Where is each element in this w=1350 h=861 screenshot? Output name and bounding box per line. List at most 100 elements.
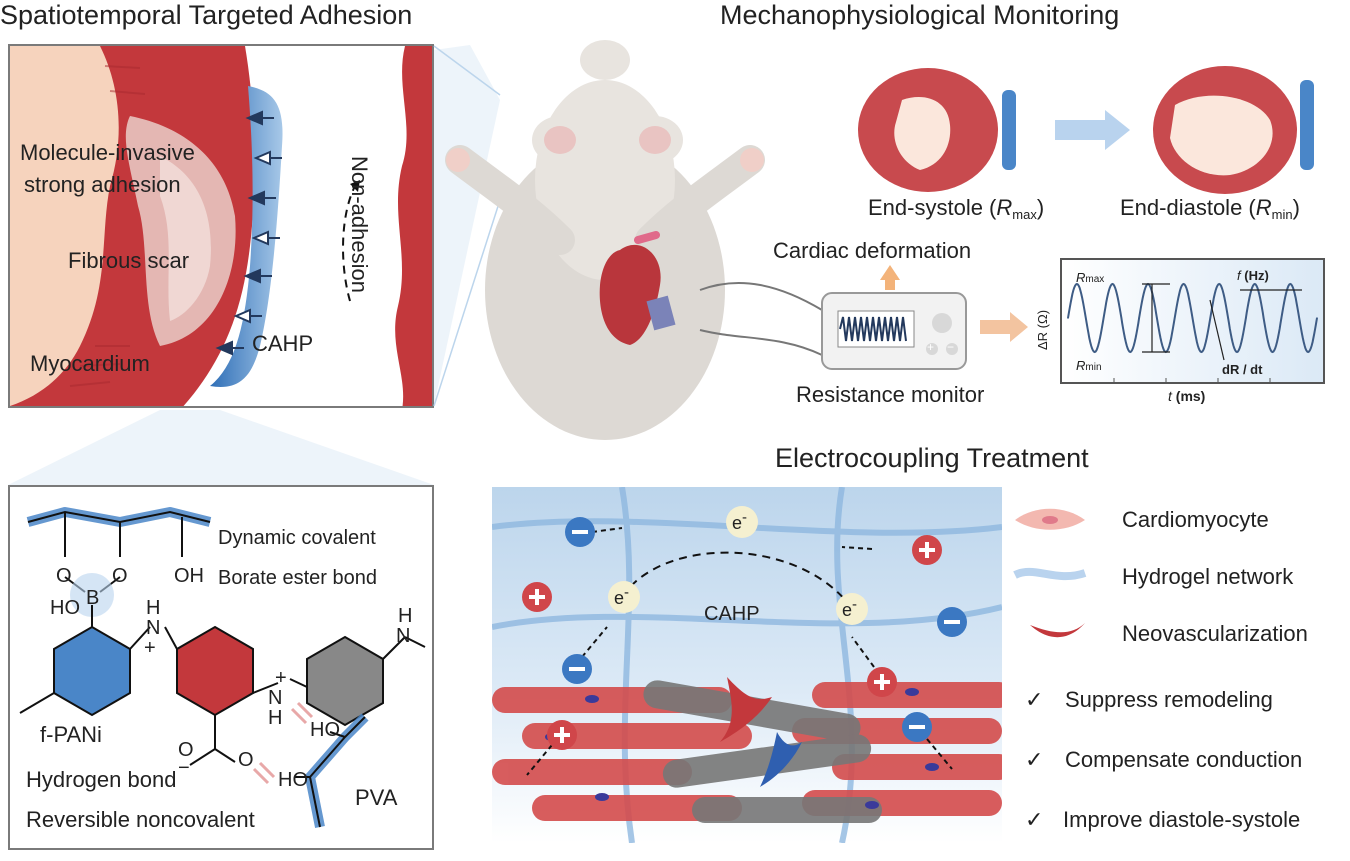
chart-rmax-label: Rmax (1076, 270, 1105, 285)
label-resistance-monitor: Resistance monitor (796, 382, 985, 407)
label-borate-ester: Borate ester bond (218, 567, 377, 589)
waveform-point (1227, 317, 1229, 319)
outcome-compensate: Compensate conduction (1065, 747, 1303, 772)
waveform-point (1182, 283, 1185, 285)
chart-ylabel: ΔR (Ω) (1035, 309, 1050, 350)
atom-n2: N (396, 625, 411, 647)
label-non-adhesion: Non-adhesion (347, 156, 372, 293)
waveform-point (1218, 283, 1220, 285)
label-end-diastole: End-diastole (Rmin) (1120, 195, 1300, 222)
atom-minus: − (178, 757, 190, 779)
right-tissue-wall (395, 46, 432, 406)
check-icon: ✓ (1025, 747, 1044, 772)
electron-label-2: e- (614, 584, 630, 608)
chart-xlabel: t (ms) (1168, 388, 1206, 404)
waveform-point (1173, 317, 1176, 319)
label-reversible: Reversible noncovalent (26, 807, 255, 832)
label-myocardium: Myocardium (30, 351, 150, 376)
waveform-point (1316, 317, 1318, 319)
adhesion-panel: Molecule-invasive strong adhesion Fibrou… (8, 44, 434, 408)
waveform-point (1271, 351, 1274, 353)
atom-h1: H (146, 597, 161, 619)
waveform-point (1262, 317, 1265, 319)
atom-b: B (86, 587, 100, 609)
atom-ho3: HO (278, 769, 308, 791)
heart-cross-sections (858, 66, 1314, 194)
waveform-point (1245, 317, 1247, 319)
red-vessel-icon (720, 677, 772, 742)
label-end-systole: End-systole (Rmax) (868, 195, 1045, 222)
hydrogel-icon (1013, 567, 1087, 581)
label-hydrogen-bond: Hydrogen bond (26, 767, 177, 792)
chemistry-panel: Dynamic covalent Borate ester bond O O B… (8, 485, 434, 850)
electron-label-3: e- (842, 596, 858, 620)
label-cahp: CAHP (252, 331, 314, 356)
legend-cardiomyocyte: Cardiomyocyte (1122, 507, 1269, 532)
output-arrow-icon (980, 312, 1028, 342)
check-icon: ✓ (1025, 807, 1044, 832)
positive-charge-icon (522, 535, 942, 750)
waveform-point (1093, 351, 1096, 353)
waveform-point (1156, 317, 1158, 319)
atom-o3: O (178, 739, 194, 761)
title-adhesion: Spatiotemporal Targeted Adhesion (0, 0, 413, 30)
chart-slope-label: dR / dt (1222, 362, 1263, 377)
waveform-point (1191, 317, 1194, 319)
blue-vessel-icon (760, 732, 802, 787)
waveform-point (1280, 317, 1283, 319)
atom-oh1: OH (174, 565, 204, 587)
waveform-point (1085, 317, 1087, 319)
chart-plot (1067, 282, 1318, 382)
atom-plus2: + (275, 667, 287, 689)
tissue-interior (10, 46, 119, 406)
electron-label-1: e- (732, 509, 748, 533)
waveform-point (1298, 317, 1300, 319)
waveform-point (1307, 351, 1309, 353)
title-treatment: Electrocoupling Treatment (775, 443, 1089, 473)
waveform-point (1289, 283, 1292, 285)
atom-ho1: HO (50, 597, 80, 619)
waveform-point (1102, 317, 1105, 319)
resistance-monitor-device (699, 265, 967, 370)
atom-o4: O (238, 749, 254, 771)
treatment-panel: e- e- e- CAHP (492, 487, 1002, 843)
chart-frequency-label: f (Hz) (1237, 268, 1269, 283)
resistance-chart: Rmax Rmin f (Hz) dR / dt (1060, 258, 1325, 384)
waveform-point (1129, 351, 1132, 353)
chemistry-structures (19, 507, 426, 828)
label-cahp-treatment: CAHP (704, 603, 760, 625)
sensor-patch (646, 295, 676, 331)
deformation-arrow-icon (880, 265, 900, 290)
label-cardiac-deformation: Cardiac deformation (773, 238, 972, 263)
adhesion-illustration (10, 46, 432, 406)
heart-icon (599, 244, 661, 345)
legend-hydrogel: Hydrogel network (1122, 564, 1294, 589)
label-molecule-invasive: Molecule-invasive (20, 140, 195, 165)
label-fibrous-scar: Fibrous scar (68, 248, 190, 273)
chart-rmin-label: Rmin (1076, 358, 1102, 373)
atom-n3: N (268, 687, 283, 709)
treatment-illustration (492, 487, 1002, 843)
waveform-point (1254, 283, 1256, 285)
title-monitoring: Mechanophysiological Monitoring (720, 0, 1120, 30)
atom-o1: O (56, 565, 72, 587)
atom-h3: H (268, 707, 283, 729)
outcome-improve: Improve diastole-systole (1063, 807, 1301, 832)
negative-charge-icon (562, 517, 967, 742)
slope-line (1209, 299, 1225, 361)
neovascularization-icon (1030, 623, 1085, 638)
check-icon: ✓ (1025, 687, 1044, 712)
atom-plus1: + (144, 637, 156, 659)
atom-o2: O (112, 565, 128, 587)
rat-illustration (445, 40, 765, 440)
waveform-point (1236, 351, 1238, 353)
label-f-pani: f-PANi (40, 722, 102, 747)
label-pva: PVA (355, 785, 398, 810)
device-minus: − (947, 340, 955, 354)
legend-icons (1013, 508, 1087, 638)
atom-h2: H (398, 605, 413, 627)
waveform-point (1120, 317, 1123, 319)
atom-ho2: HO (310, 719, 340, 741)
legend-neovascularization: Neovascularization (1122, 621, 1308, 646)
label-strong-adhesion: strong adhesion (24, 172, 181, 197)
